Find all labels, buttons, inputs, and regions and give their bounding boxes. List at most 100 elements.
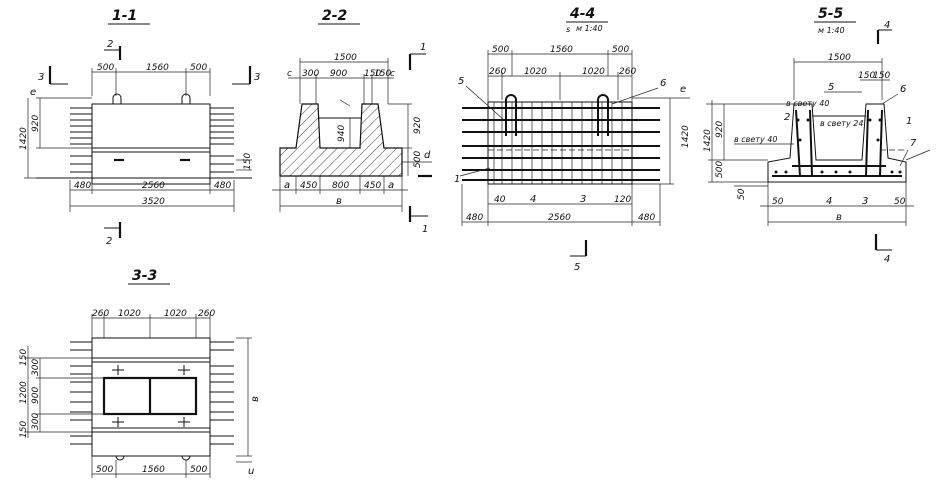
cut-mark-1-bottom: 1 [422,224,428,235]
dim55-left-50: 50 [737,188,747,200]
dim44-top2-4: 260 [619,67,636,77]
level-e-label: e [30,87,36,98]
section-1-1: 1-1 2 3 3 500 1560 500 e [19,8,260,247]
dim44-top2-3: 1020 [582,67,605,77]
callout55-1: 1 [906,116,912,127]
dim33-left-150-top: 150 [19,349,29,366]
section-5-5: 5-5 м 1:40 4 1500 150 150 [703,6,931,265]
callout55-6: 6 [900,84,906,95]
dim33-left-300-bottom: 300 [31,413,41,430]
dim-bottom-2560: 2560 [142,181,165,191]
dim33-top-4: 260 [198,309,215,319]
dim33-top-1: 260 [92,309,109,319]
dim55-left-920: 920 [715,121,725,138]
note55-1: в свету 40 [786,99,829,108]
dim-top-2: 1560 [146,63,169,73]
cut-mark-1-top: 1 [420,42,426,53]
section-4-4: 4-4 s м 1:40 500 1560 500 260 1020 1020 … [454,6,691,273]
mark55-50-right: 50 [894,197,906,207]
dim-150a: 150 [364,69,381,79]
cut-mark-5: 5 [574,262,580,273]
dim33-bottom-1560: 1560 [142,465,165,475]
section-3-3: 3-3 260 1020 1020 260 [19,268,261,478]
note55-2: в свету 24 [820,119,863,128]
dim55-left-500: 500 [715,161,725,178]
dim44-top1-3: 500 [612,45,629,55]
mark44-40: 40 [494,195,506,205]
dim55-left-1420: 1420 [703,129,713,152]
callout44-5: 5 [458,76,464,87]
level44-e-label: e [680,84,686,95]
dim33-right-b: в [250,396,261,402]
dim44-top1-2: 1560 [550,45,573,55]
cut-mark-4-bottom: 4 [884,254,890,265]
dim-800: 800 [332,181,349,191]
section-2-2: 2-2 1 1500 c 300 900 150 150 c 940 [272,8,432,235]
mark55-4: 4 [826,196,832,207]
callout44-6: 6 [660,78,666,89]
section-5-5-scale: м 1:40 [818,26,845,35]
dim-450-left: 450 [300,181,317,191]
dim-left-1420: 1420 [19,127,29,150]
mark55-50-left: 50 [772,197,784,207]
dim-300: 300 [302,69,319,79]
dim33-left-150-bottom: 150 [19,421,29,438]
dim33-left-1200: 1200 [19,381,29,404]
dim-total-3520: 3520 [142,197,165,207]
side-mark-left-label: 3 [38,72,44,83]
dim-right-920: 920 [413,117,423,134]
dim-a-left: a [284,180,290,191]
mark44-3: 3 [580,194,586,205]
dim44-top2-2: 1020 [524,67,547,77]
dim55-b-label: в [836,212,842,223]
callout44-1: 1 [454,174,460,185]
callout55-7: 7 [910,138,917,149]
dim33-top-3: 1020 [164,309,187,319]
cut-mark-bottom-label: 2 [106,236,112,247]
side-mark-right-label: 3 [254,72,260,83]
dim44-bottom-2560: 2560 [548,213,571,223]
dim33-u: u [248,466,254,477]
dim33-left-900: 900 [31,387,41,404]
section-2-2-title: 2-2 [322,8,347,24]
dim44-bottom-480-right: 480 [638,213,655,223]
section-4-4-title: 4-4 [569,6,595,22]
dim-150b: 150 [374,69,391,79]
dim-left-920: 920 [31,115,41,132]
dim-right-150: 150 [243,153,253,170]
dim-940: 940 [337,125,347,142]
dim44-top1-1: 500 [492,45,509,55]
mark44-120: 120 [614,195,631,205]
section-4-4-scale: м 1:40 [576,24,603,33]
dim-450-right: 450 [364,181,381,191]
dim-900: 900 [330,69,347,79]
section-5-5-title: 5-5 [818,6,844,22]
dim44-right-1420: 1420 [681,125,691,148]
dim33-bottom-500-right: 500 [190,465,207,475]
callout55-5: 5 [828,82,834,93]
dim55-150b: 150 [873,71,890,81]
cut-mark-top-label: 2 [107,39,113,50]
dim33-left-300-top: 300 [31,359,41,376]
dim33-bottom-500-left: 500 [96,465,113,475]
note55-3: в свету 40 [734,135,777,144]
dim44-bottom-480-left: 480 [466,213,483,223]
dim-c-right: c [390,69,395,79]
dim33-top-2: 1020 [118,309,141,319]
callout55-2: 2 [784,112,790,123]
dim-b-label: в [336,196,342,207]
section-1-1-title: 1-1 [112,8,137,24]
dim-top-1: 500 [97,63,114,73]
section-3-3-title: 3-3 [132,268,157,284]
mark55-3: 3 [862,196,868,207]
level-d-label: d [424,150,431,161]
dim-top-3: 500 [190,63,207,73]
dim44-top2-1: 260 [489,67,506,77]
dim55-150a: 150 [858,71,875,81]
dim55-1500: 1500 [828,53,851,63]
dim-bottom-480-right: 480 [214,181,231,191]
section-4-4-scale-prefix: s [566,25,570,34]
cut-mark-4-top: 4 [884,20,890,31]
dim-bottom-480-left: 480 [74,181,91,191]
